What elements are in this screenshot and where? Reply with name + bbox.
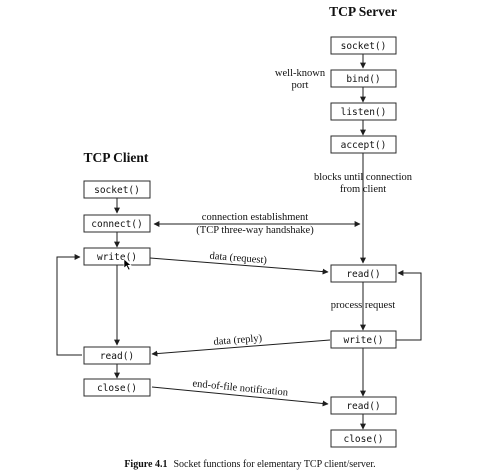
well-known-port-line1: well-known	[275, 68, 326, 79]
process-request-label: process request	[331, 300, 396, 311]
server-close-box	[330, 429, 397, 448]
client-loop-arrow	[56, 254, 82, 356]
server-listen-box	[330, 102, 397, 121]
client-close-box	[83, 378, 151, 397]
client-socket-box	[83, 180, 151, 199]
well-known-port-line2: port	[292, 80, 309, 91]
client-socket-label: socket()	[94, 185, 140, 196]
server-accept-label: accept()	[341, 140, 387, 151]
server-read2-label: read()	[346, 401, 380, 412]
client-write-box	[83, 247, 151, 266]
eof-notification-arrow	[151, 386, 329, 407]
server-read-box	[330, 264, 397, 283]
server-close-label: close()	[343, 434, 383, 445]
connection-establishment-line2: (TCP three-way handshake)	[196, 225, 314, 236]
server-write-box	[330, 330, 397, 349]
server-read2-box	[330, 396, 397, 415]
client-title: TCP Client	[84, 150, 149, 165]
client-close-label: close()	[97, 383, 137, 394]
server-listen-label: listen()	[341, 107, 387, 118]
server-socket-box	[330, 36, 397, 55]
server-title: TCP Server	[329, 4, 397, 19]
server-socket-label: socket()	[341, 41, 387, 52]
figure-caption-text: Socket functions for elementary TCP clie…	[173, 459, 375, 470]
blocks-until-connection-line2: from client	[340, 184, 386, 195]
figure-caption-label: Figure 4.1	[124, 459, 167, 470]
data-request-arrow	[149, 257, 329, 275]
figure-caption: Figure 4.1 Socket functions for elementar…	[124, 459, 375, 470]
server-loop-arrow	[396, 270, 422, 341]
client-write-label: write()	[97, 252, 137, 263]
mouse-cursor-icon	[123, 258, 132, 271]
client-connect-box	[83, 214, 151, 233]
client-connect-label: connect()	[91, 219, 142, 230]
server-read-label: read()	[346, 269, 380, 280]
data-reply-arrow	[151, 339, 331, 357]
client-read-label: read()	[100, 351, 134, 362]
data-request-label: data (request)	[209, 251, 268, 267]
server-accept-box	[330, 135, 397, 154]
connection-establishment-line1: connection establishment	[202, 212, 309, 223]
server-write-label: write()	[343, 335, 383, 346]
blocks-until-connection-line1: blocks until connection	[314, 172, 413, 183]
data-reply-label: data (reply)	[213, 333, 263, 348]
client-read-box	[83, 346, 151, 365]
server-bind-box	[330, 69, 397, 88]
server-bind-label: bind()	[346, 74, 380, 85]
